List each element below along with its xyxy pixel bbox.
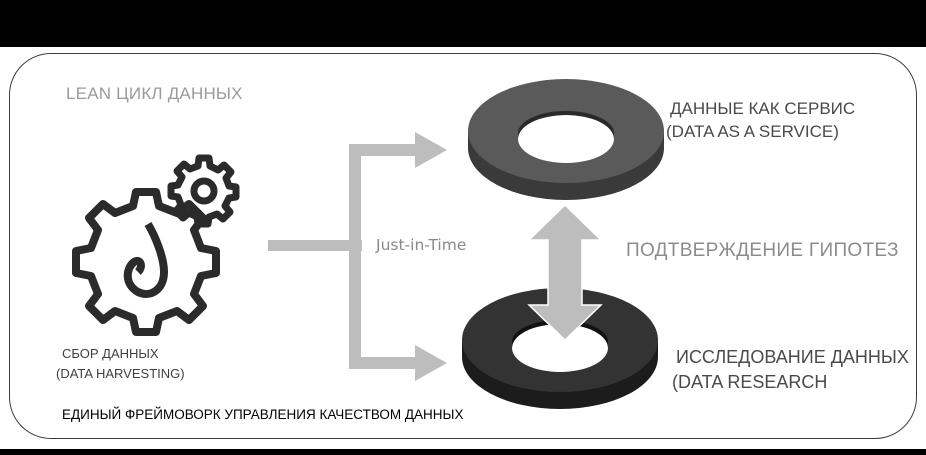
data-harvesting-sublabel: (DATA HARVESTING) [56,366,185,381]
top-black-bar [0,0,926,47]
data-research-label: ИССЛЕДОВАНИЕ ДАННЫХ [676,347,909,367]
just-in-time-arrow [268,132,447,381]
hypothesis-double-arrow [527,203,603,342]
data-research-sublabel: (DATA RESEARCH [672,372,828,392]
just-in-time-label: Just-in-Time [374,236,469,254]
diagram-frame [9,53,917,439]
small-gear-icon [167,154,240,228]
hypothesis-label: ПОДТВЕРЖДЕНИЕ ГИПОТЕЗ [626,240,899,261]
data-research-ring-icon [462,288,658,409]
data-service-label: ДАННЫЕ КАК СЕРВИС [670,99,856,118]
diagram-title: LEAN ЦИКЛ ДАННЫХ [66,84,243,103]
data-harvesting-label: СБОР ДАННЫХ [62,346,159,361]
framework-caption: ЕДИНЫЙ ФРЕЙМОВОРК УПРАВЛЕНИЯ КАЧЕСТВОМ Д… [62,407,464,422]
bottom-black-bar [0,449,926,455]
data-service-sublabel: (DATA AS A SERVICE) [666,122,839,141]
data-service-ring-icon [468,79,664,200]
